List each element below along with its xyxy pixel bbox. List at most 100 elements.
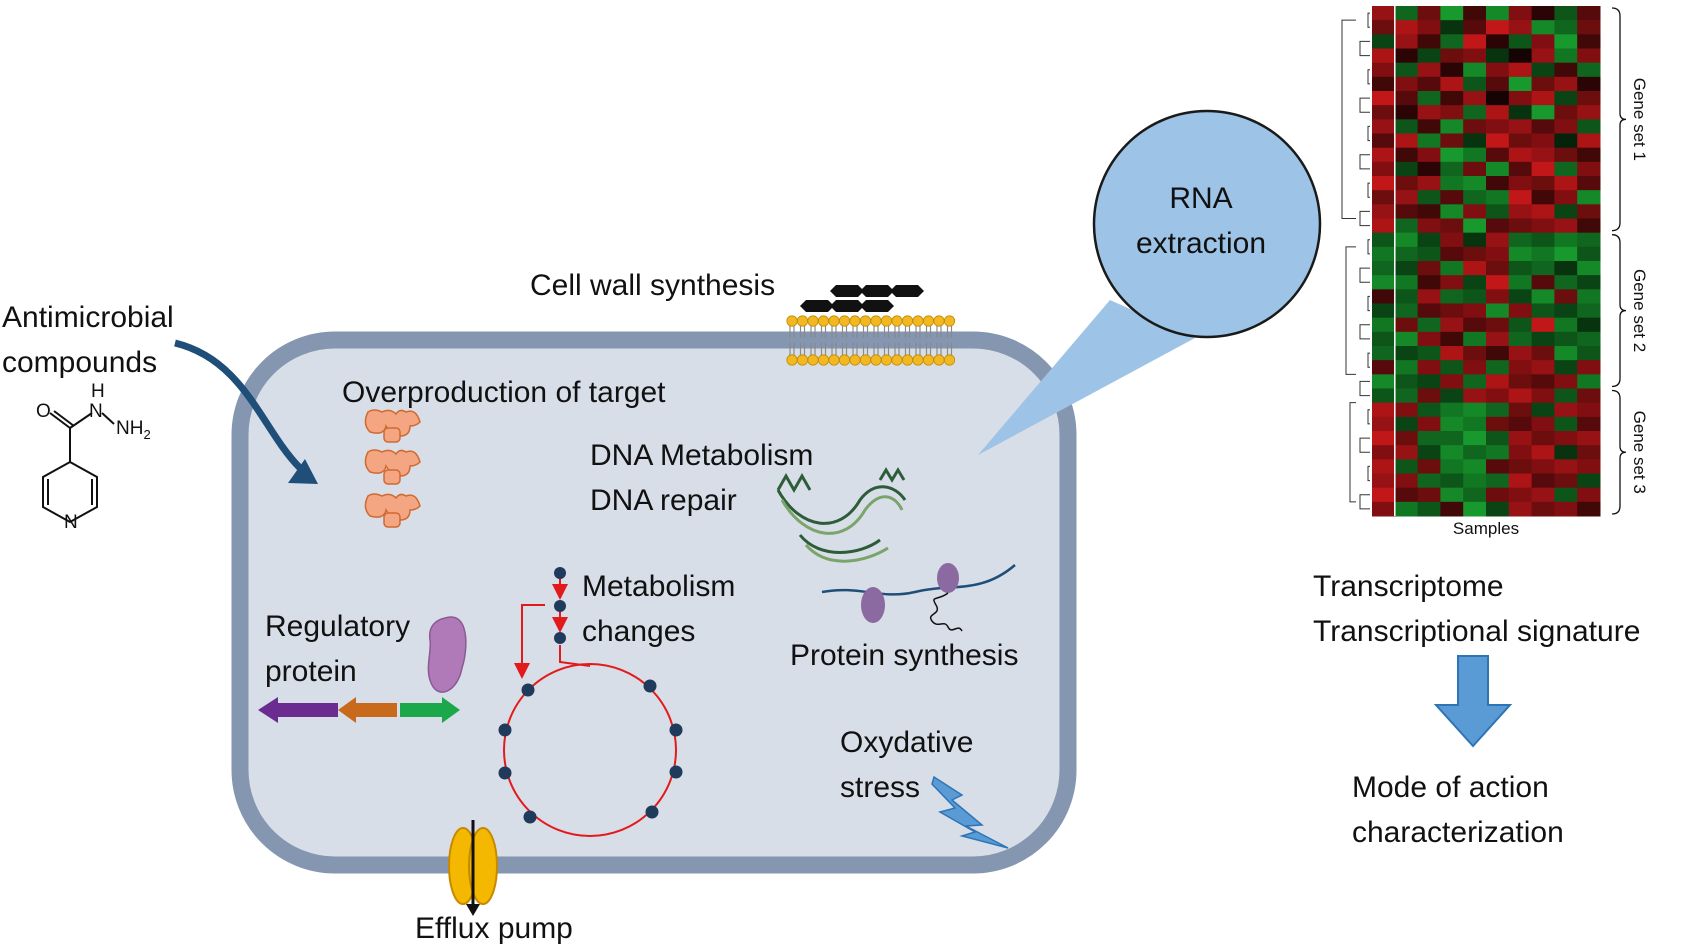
heatmap-cell	[1440, 218, 1464, 234]
heatmap-cell	[1440, 147, 1464, 163]
heatmap-cell	[1394, 360, 1419, 375]
lipid-head	[807, 315, 819, 327]
heatmap-cell	[1486, 346, 1510, 361]
heatmap-cell	[1372, 34, 1396, 49]
heatmap-cell	[1417, 6, 1441, 21]
lipid-head	[901, 354, 914, 366]
heatmap-cell	[1372, 473, 1396, 489]
heatmap-cell	[1417, 204, 1441, 219]
heatmap-cell	[1417, 246, 1441, 262]
heatmap-cell	[1417, 402, 1441, 418]
heatmap-cell	[1440, 161, 1464, 177]
lipid-head	[912, 354, 924, 366]
heatmap-cell	[1486, 62, 1510, 78]
heatmap-cell	[1394, 246, 1419, 262]
gene-set-label: Gene set 2	[1630, 269, 1649, 352]
heatmap-cell	[1486, 246, 1510, 262]
heatmap-cell	[1554, 147, 1578, 163]
heatmap-cell	[1531, 388, 1555, 404]
heatmap-cell	[1372, 62, 1396, 78]
heatmap-cell	[1372, 218, 1396, 234]
heatmap-cell	[1417, 275, 1441, 290]
heatmap-cell	[1440, 402, 1464, 418]
heatmap-cell	[1463, 161, 1487, 177]
heatmap-cell	[1372, 76, 1396, 92]
peptidoglycan-units	[800, 285, 924, 312]
heatmap-cell	[1417, 62, 1441, 78]
lipid-head	[880, 315, 893, 327]
heatmap-cell	[1440, 416, 1464, 432]
heatmap-cell	[1554, 190, 1578, 205]
heatmap-cell	[1508, 416, 1533, 432]
heatmap-cell	[1440, 360, 1464, 375]
heatmap-cell	[1554, 501, 1578, 517]
heatmap-cell	[1417, 190, 1441, 205]
transcriptome-label-line2: Transcriptional signature	[1313, 615, 1640, 648]
heatmap-cell	[1463, 147, 1487, 163]
mrna-strand	[821, 564, 1016, 596]
heatmap-cell	[1486, 133, 1510, 149]
lipid-head	[943, 315, 956, 327]
heatmap-cell	[1394, 317, 1419, 333]
heatmap-cell	[1554, 459, 1578, 474]
heatmap-cell	[1463, 246, 1487, 262]
heatmap-cell	[1463, 48, 1487, 64]
heatmap-cell	[1554, 261, 1578, 276]
heatmap-cell	[1508, 289, 1533, 304]
dendrogram-cluster	[1345, 246, 1356, 375]
heatmap-cell	[1531, 317, 1555, 333]
heatmap-cell	[1508, 48, 1533, 64]
heatmap-cell	[1372, 204, 1396, 219]
heatmap-cell	[1531, 176, 1555, 191]
regulatory-label-line2: protein	[265, 655, 357, 688]
heatmap-cell	[1554, 105, 1578, 120]
heatmap-cell	[1554, 331, 1578, 347]
heatmap-cell	[1531, 119, 1555, 134]
cell-wall-label: Cell wall synthesis	[530, 269, 775, 302]
heatmap-cell	[1508, 62, 1533, 78]
heatmap-cell	[1417, 119, 1441, 134]
lipid-head	[870, 354, 882, 366]
lipid-bilayer	[786, 315, 956, 366]
heatmap-cell	[1486, 161, 1510, 177]
heatmap-cell	[1463, 20, 1487, 35]
dendrogram-cluster	[1349, 402, 1356, 503]
dendrogram-branch	[1367, 239, 1370, 255]
heatmap-cell	[1554, 20, 1578, 35]
heatmap-cell	[1554, 48, 1578, 64]
heatmap-cell	[1394, 487, 1419, 503]
heatmap-cell	[1554, 416, 1578, 432]
dna-double-helix	[776, 467, 907, 563]
heatmap-cell	[1508, 76, 1533, 92]
heatmap-cell	[1531, 289, 1555, 304]
heatmap-cell	[1531, 133, 1555, 149]
heatmap-cell	[1554, 303, 1578, 319]
heatmap-cell	[1531, 91, 1555, 106]
heatmap-cell	[1486, 303, 1510, 319]
rna-extraction-bubble	[1092, 109, 1322, 339]
heatmap-cell	[1463, 317, 1487, 333]
lipid-head	[786, 354, 798, 366]
dendrogram-branch	[1359, 437, 1370, 453]
heatmap-cell	[1440, 119, 1464, 134]
heatmap-cell	[1577, 190, 1601, 205]
heatmap-cell	[1531, 402, 1555, 418]
heatmap-cell	[1463, 261, 1487, 276]
heatmap-cell	[1554, 176, 1578, 191]
heatmap-cell	[1531, 303, 1555, 319]
heatmap-cell	[1440, 459, 1464, 474]
heatmap-cell	[1508, 119, 1533, 134]
heatmap-cell	[1394, 261, 1419, 276]
regulatory-protein-shape	[427, 616, 467, 693]
heatmap-cell	[1440, 105, 1464, 120]
dendrogram-branch	[1367, 465, 1370, 482]
heatmap-cell	[1508, 232, 1533, 248]
heatmap-cell	[1463, 119, 1487, 134]
heatmap-cell	[1417, 317, 1441, 333]
heatmap-cell	[1577, 6, 1601, 21]
heatmap-cell	[1508, 303, 1533, 319]
heatmap-cell	[1508, 459, 1533, 474]
heatmap-cell	[1577, 289, 1601, 304]
heatmap-cell	[1577, 48, 1601, 64]
